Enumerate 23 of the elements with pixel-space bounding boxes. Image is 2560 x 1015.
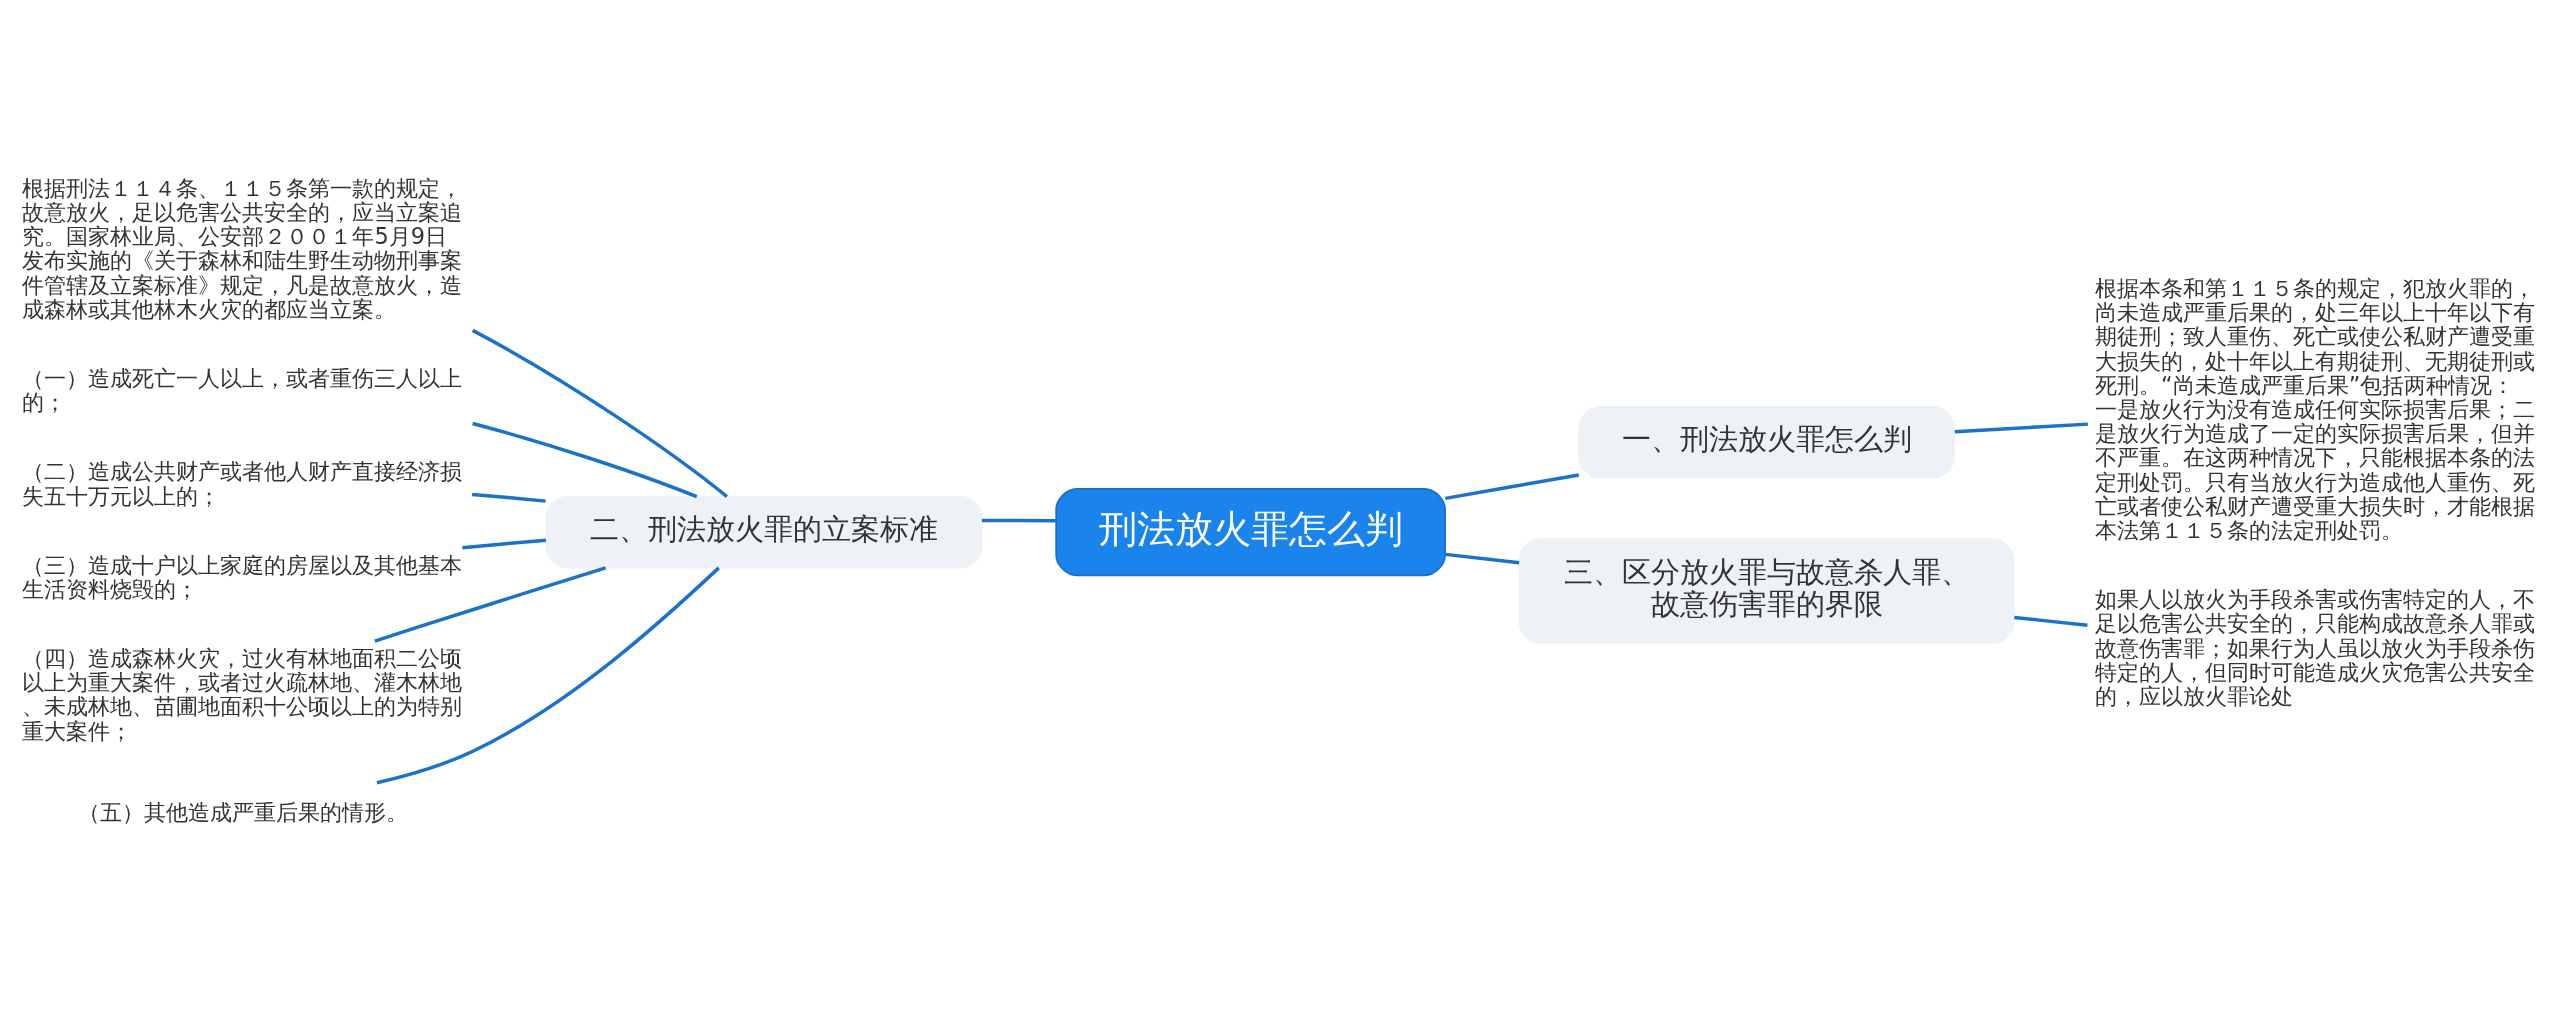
node-box: 二、刑法放火罪的立案标准: [545, 495, 983, 568]
node-text: 根据刑法１１４条、１１５条第一款的规定，故意放火，足以危害公共安全的，应当立案追究。国家林业局、公安部２００１年5月9日发布实施的《关于森林和陆生野生动物刑事案件管辖及立案标准》规定，凡是故意放火，造成森林或其他林木火灾的都应当立案。: [22, 174, 463, 322]
node-text: （三）造成十户以上家庭的房屋以及其他基本生活资料烧毁的；: [22, 551, 463, 602]
connector: [462, 537, 547, 549]
node-text: （四）造成森林火灾，过火有林地面积二公顷以上为重大案件，或者过火疏林地、灌木林地、未成林地、苗圃地面积十公顷以上的为特别重大案件；: [22, 644, 463, 744]
node-text: 如果人以放火为手段杀害或伤害特定的人，不足以危害公共安全的，只能构成故意杀人罪或故意伤害罪；如果行为人虽以放火为手段杀伤特定的人，但同时可能造成火灾危害公共安全的，应以放火罪论处: [2095, 585, 2536, 709]
node-text: （一）造成死亡一人以上，或者重伤三人以上的；: [22, 364, 463, 415]
node-text: （二）造成公共财产或者他人财产直接经济损失五十万元以上的；: [22, 457, 463, 509]
node-box: 一、刑法放火罪怎么判: [1578, 405, 1956, 479]
connector: [471, 328, 729, 498]
connector: [471, 492, 546, 503]
connector: [472, 421, 698, 498]
connector: [2014, 615, 2088, 627]
connector: [981, 518, 1056, 522]
connector: [1954, 421, 2088, 433]
node-box: 三、区分放火罪与故意杀人罪、故意伤害罪的界限: [1518, 537, 2015, 644]
node-text: （五）其他造成严重后果的情形。: [77, 798, 408, 825]
node-text: 根据本条和第１１５条的规定，犯放火罪的，尚未造成严重后果的，处三年以上十年以下有期徒刑；致人重伤、死亡或使公私财产遭受重大损失的，处十年以上有期徒刑、无期徒刑或死刑。“尚未造成严重后果”包括两种情况：一是放火行为没有造成任何实际损害后果；二是放火行为造成了一定的实际损害后果，但并不严重。在这两种情况下，只能根据本条的法定刑处罚。只有当放火行为造成他人重伤、死亡或者使公私财产遭受重大损失时，才能根据本法第１１５条的法定刑处罚。: [2095, 274, 2536, 543]
connector: [374, 565, 607, 643]
connector: [376, 566, 720, 784]
connector: [1445, 472, 1580, 500]
connector: [1445, 552, 1520, 564]
node-box: 刑法放火罪怎么判: [1055, 487, 1446, 576]
